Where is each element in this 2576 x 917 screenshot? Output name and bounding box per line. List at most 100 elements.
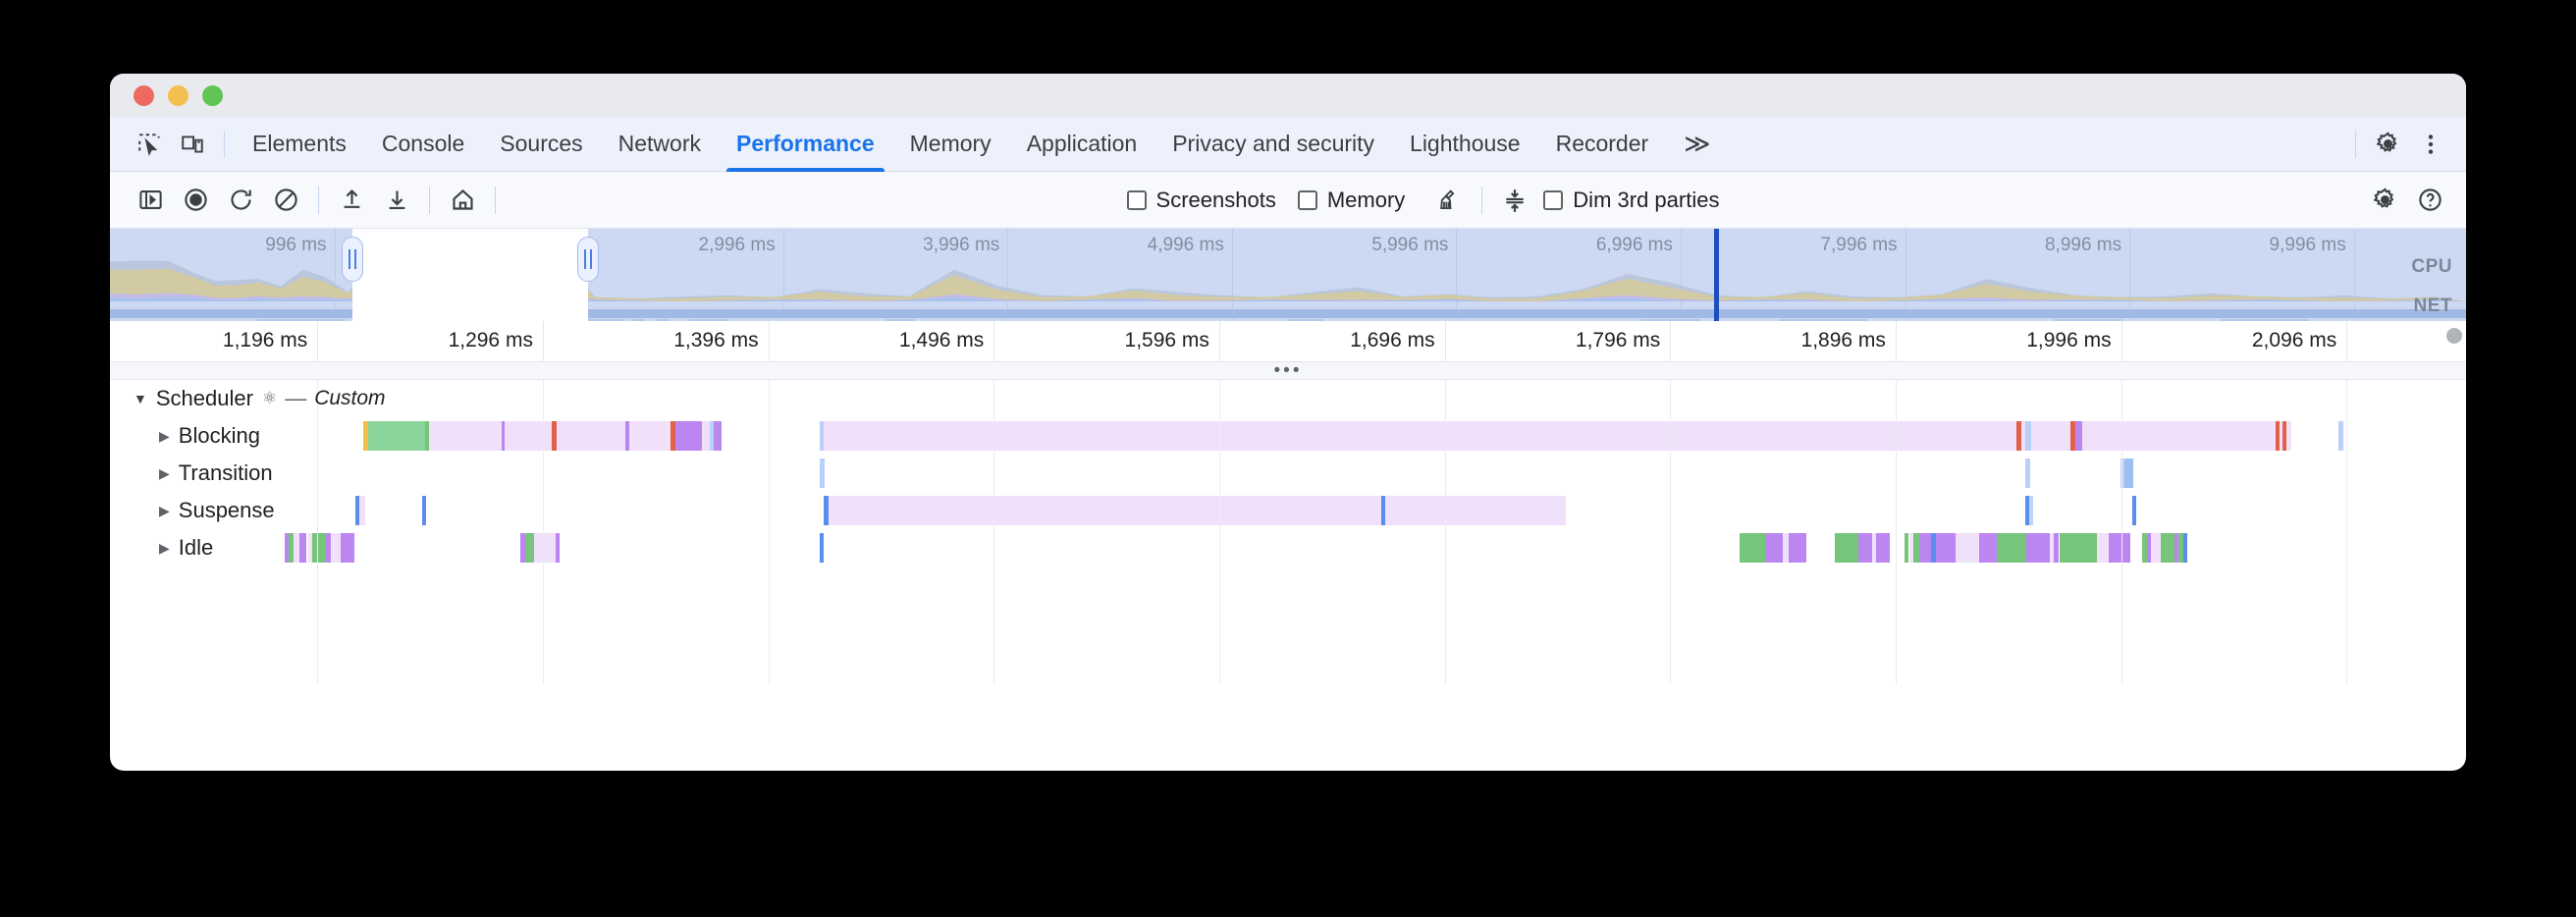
track-bars[interactable] <box>110 458 2466 488</box>
inspect-element-icon[interactable] <box>128 125 171 164</box>
flame-bar[interactable] <box>1905 533 1908 563</box>
flame-bar[interactable] <box>2174 533 2178 563</box>
flame-bar[interactable] <box>1997 533 2026 563</box>
flame-bar[interactable] <box>341 533 354 563</box>
expand-triangle-icon[interactable]: ▶ <box>159 464 170 481</box>
flame-bar[interactable] <box>1919 533 1931 563</box>
flame-bar[interactable] <box>1909 533 1913 563</box>
flame-bar[interactable] <box>359 496 365 525</box>
flame-bar[interactable] <box>675 421 679 451</box>
flame-bar[interactable] <box>2109 533 2130 563</box>
help-icon[interactable] <box>2407 180 2452 221</box>
track-group-scheduler[interactable]: ▼ Scheduler ⚛ — Custom <box>110 380 2466 417</box>
record-icon[interactable] <box>173 180 218 221</box>
flame-bar[interactable] <box>2282 421 2286 451</box>
track-bars[interactable] <box>110 533 2466 563</box>
flame-bar[interactable] <box>820 533 824 563</box>
flame-bar[interactable] <box>505 421 552 451</box>
flame-bar[interactable] <box>1936 533 1956 563</box>
tab-application[interactable]: Application <box>1009 117 1155 172</box>
flame-bar[interactable] <box>2178 533 2183 563</box>
flame-bar[interactable] <box>714 421 722 451</box>
expand-triangle-icon[interactable]: ▶ <box>159 539 170 556</box>
memory-checkbox[interactable]: Memory <box>1297 188 1405 213</box>
flame-bar[interactable] <box>2142 533 2147 563</box>
flame-bar[interactable] <box>2082 421 2276 451</box>
memory-checkbox-box[interactable] <box>1297 189 1317 210</box>
tab-privacy-and-security[interactable]: Privacy and security <box>1154 117 1392 172</box>
flame-bar[interactable] <box>331 533 341 563</box>
flame-bar[interactable] <box>308 533 312 563</box>
expand-triangle-icon[interactable]: ▶ <box>159 502 170 518</box>
flame-bar[interactable] <box>671 421 675 451</box>
flame-bar[interactable] <box>326 533 331 563</box>
flame-bar[interactable] <box>2183 533 2187 563</box>
flame-bar[interactable] <box>502 421 505 451</box>
flame-bar[interactable] <box>1789 533 1806 563</box>
flame-bar[interactable] <box>2338 421 2343 451</box>
flame-bar[interactable] <box>2029 496 2033 525</box>
window-minimize-button[interactable] <box>168 84 188 106</box>
flame-bar[interactable] <box>2132 496 2136 525</box>
flame-bar[interactable] <box>820 421 824 451</box>
window-close-button[interactable] <box>134 84 154 106</box>
screenshots-checkbox[interactable]: Screenshots <box>1126 188 1276 213</box>
tab-network[interactable]: Network <box>601 117 719 172</box>
flame-bar[interactable] <box>1381 496 1385 525</box>
track-suspense[interactable]: ▶ Suspense <box>110 492 2466 529</box>
tab-lighthouse[interactable]: Lighthouse <box>1392 117 1538 172</box>
track-transition[interactable]: ▶ Transition <box>110 455 2466 492</box>
flame-bar[interactable] <box>285 533 289 563</box>
flame-bar[interactable] <box>829 496 830 525</box>
window-maximize-button[interactable] <box>202 84 223 106</box>
flame-bar[interactable] <box>2016 421 2021 451</box>
flame-bar[interactable] <box>679 421 702 451</box>
collapse-tracks-icon[interactable] <box>1492 180 1537 221</box>
flame-bar[interactable] <box>1740 533 1765 563</box>
more-tabs-chevron-icon[interactable]: ≫ <box>1684 129 1710 158</box>
flame-chart[interactable]: ▼ Scheduler ⚛ — Custom ▶ Blocking ▶ Tran… <box>110 380 2466 684</box>
overview-playhead[interactable] <box>1714 229 1719 321</box>
toggle-sidebar-icon[interactable] <box>128 180 173 221</box>
flame-bar[interactable] <box>824 421 2016 451</box>
flame-bar[interactable] <box>1835 533 1858 563</box>
settings-gear-icon[interactable] <box>2366 125 2409 164</box>
flame-bar[interactable] <box>556 533 560 563</box>
more-options-icon[interactable] <box>2409 125 2452 164</box>
flame-bar[interactable] <box>355 496 359 525</box>
flame-bar[interactable] <box>2075 421 2082 451</box>
flame-bar[interactable] <box>1931 533 1936 563</box>
overview-left-handle[interactable] <box>341 237 363 282</box>
flame-bar[interactable] <box>1783 533 1793 563</box>
flame-bar[interactable] <box>2097 533 2109 563</box>
flame-bar[interactable] <box>2147 533 2151 563</box>
flame-bar[interactable] <box>299 533 306 563</box>
flame-bar[interactable] <box>629 421 671 451</box>
dim-3rd-parties-checkbox-box[interactable] <box>1543 189 1564 210</box>
flame-bar[interactable] <box>2151 533 2161 563</box>
flame-bar[interactable] <box>557 421 625 451</box>
trash-brush-icon[interactable] <box>1426 180 1472 221</box>
flame-bar[interactable] <box>1858 533 1872 563</box>
flame-bar[interactable] <box>2026 533 2050 563</box>
clear-recording-icon[interactable] <box>263 180 308 221</box>
flame-bar[interactable] <box>2280 421 2282 451</box>
screenshots-checkbox-box[interactable] <box>1126 189 1147 210</box>
flame-bar[interactable] <box>2124 458 2133 488</box>
flame-bar[interactable] <box>422 496 426 525</box>
flame-bar[interactable] <box>2031 421 2070 451</box>
timeline-scroll-thumb[interactable] <box>2446 328 2462 344</box>
flame-bar[interactable] <box>710 421 714 451</box>
flame-bar[interactable] <box>2025 496 2029 525</box>
flame-bar[interactable] <box>1765 533 1783 563</box>
pane-resize-handle[interactable]: ••• <box>110 361 2466 380</box>
reload-and-record-icon[interactable] <box>218 180 263 221</box>
tab-memory[interactable]: Memory <box>892 117 1009 172</box>
flame-bar[interactable] <box>2021 421 2025 451</box>
flame-bar[interactable] <box>1876 533 1890 563</box>
flame-bar[interactable] <box>1979 533 1997 563</box>
track-bars[interactable] <box>110 496 2466 525</box>
flame-bar[interactable] <box>289 533 294 563</box>
flame-bar[interactable] <box>368 421 425 451</box>
flame-bar[interactable] <box>2161 533 2174 563</box>
